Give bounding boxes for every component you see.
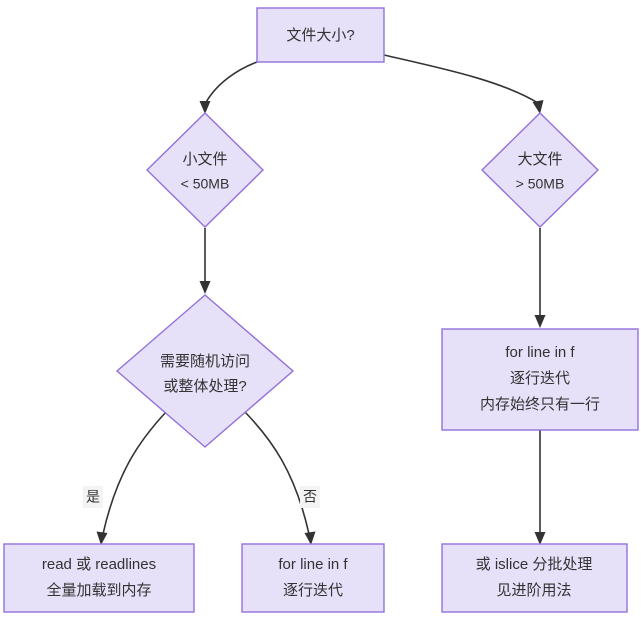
arrow-head-icon [534, 315, 546, 328]
node-label-line2: > 50MB [516, 176, 565, 192]
node-label-line1: read 或 readlines [42, 556, 156, 573]
node-shape-rect [241, 543, 385, 613]
node-small-file[interactable]: 小文件 < 50MB [146, 112, 264, 228]
node-shape-diamond [146, 112, 264, 228]
node-islice-batch[interactable]: 或 islice 分批处理 见进阶用法 [441, 543, 628, 613]
arrow-head-icon [96, 531, 108, 545]
node-shape-rect [441, 328, 639, 431]
node-shape-rect [256, 7, 385, 63]
node-label-line2: 或整体处理? [163, 378, 246, 395]
node-label-line2: 见进阶用法 [496, 582, 571, 599]
arrow-head-icon [534, 532, 546, 545]
edge-root-to-small-file [199, 61, 258, 114]
arrow-head-icon [199, 281, 211, 294]
edge-random-access-to-iterate-lines [244, 411, 316, 545]
edge-root-to-large-file [383, 54, 544, 114]
node-iterate-lines[interactable]: for line in f 逐行迭代 [241, 543, 385, 613]
node-label-line1: for line in f [505, 344, 575, 361]
node-label-line2: 逐行迭代 [510, 370, 570, 387]
edge-large-file-to-stream-iterate [534, 228, 546, 328]
node-label-line1: for line in f [278, 556, 348, 573]
edge-label-background [83, 486, 103, 508]
edge-label-yes: 是 [83, 486, 103, 508]
arrow-head-icon [304, 531, 316, 545]
node-shape-diamond [481, 112, 599, 228]
edge-random-access-to-read-all [96, 411, 167, 545]
edge-path [204, 61, 258, 105]
node-label-line1: 需要随机访问 [160, 353, 250, 370]
edge-path [102, 411, 167, 535]
node-label-line3: 内存始终只有一行 [480, 396, 600, 413]
edge-label-background [300, 486, 320, 508]
node-large-file[interactable]: 大文件 > 50MB [481, 112, 599, 228]
node-random-access-question[interactable]: 需要随机访问 或整体处理? [115, 294, 295, 448]
node-label: 文件大小? [286, 27, 354, 44]
edge-path [383, 54, 539, 104]
edge-label-no: 否 [300, 486, 320, 508]
node-shape-rect [441, 543, 628, 613]
node-read-all[interactable]: read 或 readlines 全量加载到内存 [3, 543, 195, 613]
node-label-line2: < 50MB [181, 176, 230, 192]
node-stream-iterate[interactable]: for line in f 逐行迭代 内存始终只有一行 [441, 328, 639, 431]
edge-small-file-to-random-access [199, 228, 211, 294]
edge-stream-iterate-to-islice-batch [534, 430, 546, 545]
arrow-head-icon [199, 101, 211, 114]
node-label-line2: 逐行迭代 [283, 582, 343, 599]
node-shape-rect [3, 543, 195, 613]
node-label-line2: 全量加载到内存 [46, 581, 151, 599]
node-label-line1: 或 islice 分批处理 [476, 556, 593, 573]
node-label-line1: 大文件 [517, 151, 562, 168]
edge-layer [96, 54, 546, 545]
node-file-size-question[interactable]: 文件大小? [256, 7, 385, 63]
arrow-head-icon [532, 100, 544, 114]
node-label-line1: 小文件 [182, 151, 227, 168]
edge-path [244, 411, 310, 535]
edge-label-text: 是 [86, 489, 100, 505]
node-shape-diamond [115, 294, 295, 448]
edge-label-text: 否 [303, 489, 317, 505]
